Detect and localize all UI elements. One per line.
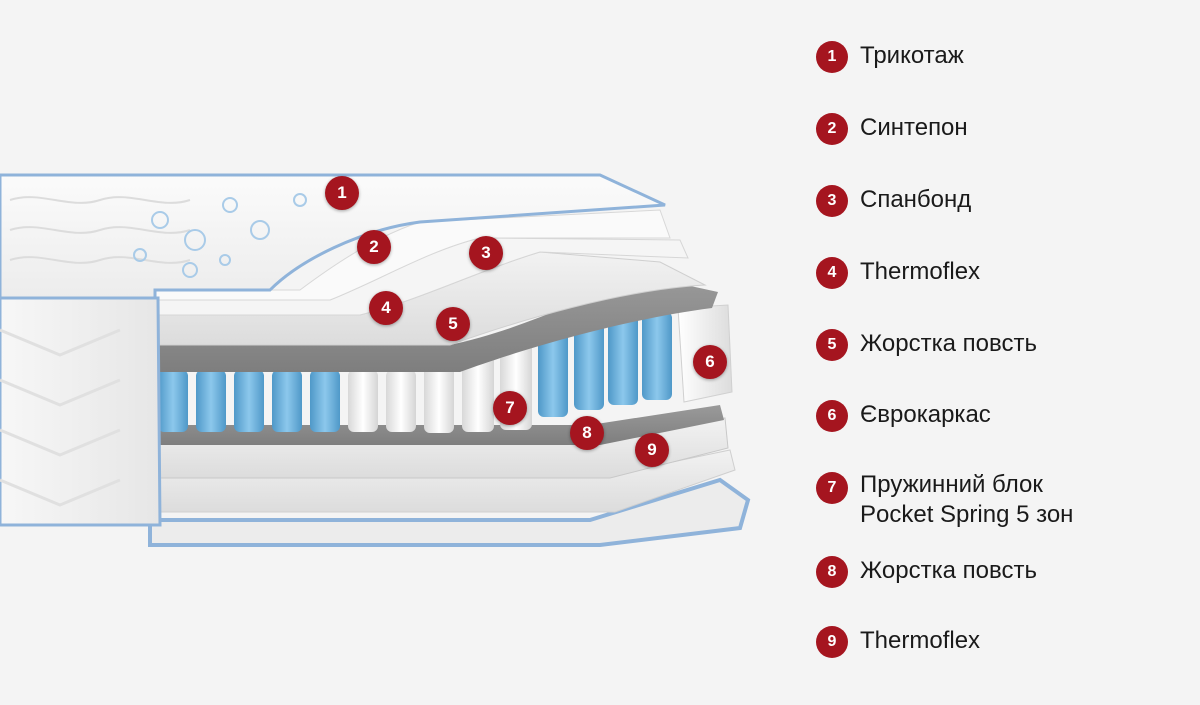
legend-label: Єврокаркас — [860, 401, 991, 428]
legend-item-6: 6 Єврокаркас — [816, 400, 991, 432]
legend-label: Thermoflex — [860, 627, 981, 654]
legend-item-3: 3 Спанбонд — [816, 185, 971, 217]
marker-2: 2 — [357, 230, 391, 264]
marker-6: 6 — [693, 345, 727, 379]
felt-top — [155, 275, 718, 372]
marker-9: 9 — [635, 433, 669, 467]
legend-label: Трикотаж — [860, 42, 964, 69]
legend-label: Синтепон — [860, 114, 968, 141]
legend-badge-2: 2 — [816, 113, 848, 145]
mattress-cutaway — [0, 173, 751, 547]
legend-badge-6: 6 — [816, 400, 848, 432]
marker-1: 1 — [325, 176, 359, 210]
legend: 1 Трикотаж 2 Синтепон 3 Спанбонд 4 Therm… — [816, 0, 1186, 700]
legend-item-5: 5 Жорстка повсть — [816, 329, 1037, 361]
legend-item-1: 1 Трикотаж — [816, 41, 964, 73]
top-cover — [0, 173, 666, 302]
legend-item-2: 2 Синтепон — [816, 113, 968, 145]
legend-label: Пружинний блок Pocket Spring 5 зон — [860, 471, 1074, 528]
legend-badge-8: 8 — [816, 556, 848, 588]
legend-label: Жорстка повсть — [860, 557, 1037, 584]
quilting-pattern — [9, 196, 191, 264]
legend-badge-3: 3 — [816, 185, 848, 217]
legend-label: Thermoflex — [860, 258, 981, 285]
marker-4: 4 — [369, 291, 403, 325]
bottom-cover — [148, 477, 751, 547]
mattress-illustration: 1 2 3 4 5 6 7 8 9 — [0, 173, 751, 547]
legend-badge-4: 4 — [816, 257, 848, 289]
legend-item-8: 8 Жорстка повсть — [816, 556, 1037, 588]
side-panel — [0, 296, 162, 527]
legend-item-9: 9 Thermoflex — [816, 626, 980, 658]
legend-label: Жорстка повсть — [860, 330, 1037, 357]
marker-8: 8 — [570, 416, 604, 450]
legend-label: Спанбонд — [860, 186, 972, 213]
floral-print — [133, 193, 307, 278]
side-chevron-pattern — [0, 328, 121, 507]
legend-badge-5: 5 — [816, 329, 848, 361]
marker-5: 5 — [436, 307, 470, 341]
legend-badge-9: 9 — [816, 626, 848, 658]
legend-badge-1: 1 — [816, 41, 848, 73]
marker-3: 3 — [469, 236, 503, 270]
legend-item-7: 7 Пружинний блок Pocket Spring 5 зон — [816, 470, 1073, 530]
legend-item-4: 4 Thermoflex — [816, 257, 980, 289]
marker-7: 7 — [493, 391, 527, 425]
sintepon-layer — [154, 209, 671, 301]
legend-badge-7: 7 — [816, 472, 848, 504]
